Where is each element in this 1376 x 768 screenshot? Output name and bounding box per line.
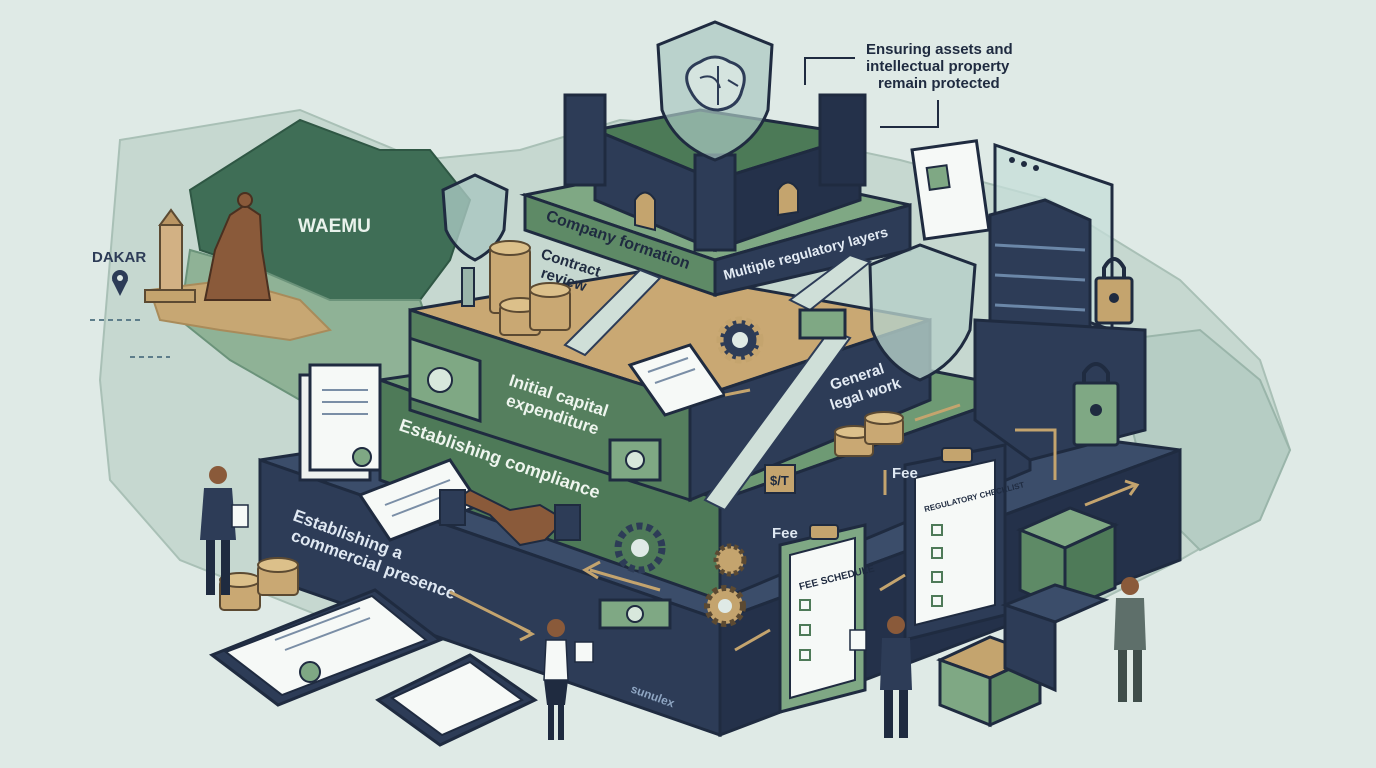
document-icon — [375, 653, 538, 747]
currency-marker-box — [764, 464, 796, 494]
callout-line-1: Ensuring assets and — [866, 41, 1013, 58]
fee-label-right: Fee — [892, 465, 918, 482]
gear-icon — [713, 543, 747, 577]
banknote-icon — [608, 438, 662, 482]
gear-icon — [704, 585, 746, 627]
banknote-icon — [598, 598, 672, 630]
monument-icon — [144, 192, 272, 303]
person-icon — [849, 616, 912, 738]
person-icon — [1114, 577, 1146, 702]
box-icon — [1000, 583, 1110, 693]
tower-icon — [461, 267, 475, 307]
coin-stack-icon — [489, 240, 571, 336]
callout-line-2: intellectual property — [866, 58, 1010, 75]
region-label: WAEMU — [298, 216, 371, 237]
person-icon — [200, 466, 249, 595]
document-icon — [298, 363, 382, 482]
callout-protection — [804, 57, 939, 128]
clipboard-icon — [903, 443, 1007, 642]
coin-stack-icon — [834, 411, 904, 457]
staircase-left — [563, 253, 873, 512]
currency-marker: $/T — [770, 473, 789, 488]
handshake-icon — [439, 488, 581, 547]
banknote-icon — [408, 336, 482, 423]
document-icon — [208, 588, 443, 707]
person-icon — [543, 619, 594, 740]
padlock-icon — [1094, 257, 1134, 325]
shield-icon — [441, 173, 509, 262]
gear-icon — [614, 522, 666, 574]
padlock-icon — [1072, 362, 1120, 447]
map-pin-icon — [112, 270, 128, 296]
fee-label-left: Fee — [772, 525, 798, 542]
city-label: DAKAR — [92, 249, 146, 266]
gear-icon — [716, 316, 764, 364]
clipboard-icon — [778, 523, 867, 714]
document-icon — [910, 139, 991, 241]
brain-icon — [685, 55, 746, 112]
banknote-icon — [798, 308, 847, 340]
arrow-icon — [449, 388, 1140, 652]
callout-line-3: remain protected — [878, 75, 1000, 92]
shield-icon — [868, 243, 977, 382]
